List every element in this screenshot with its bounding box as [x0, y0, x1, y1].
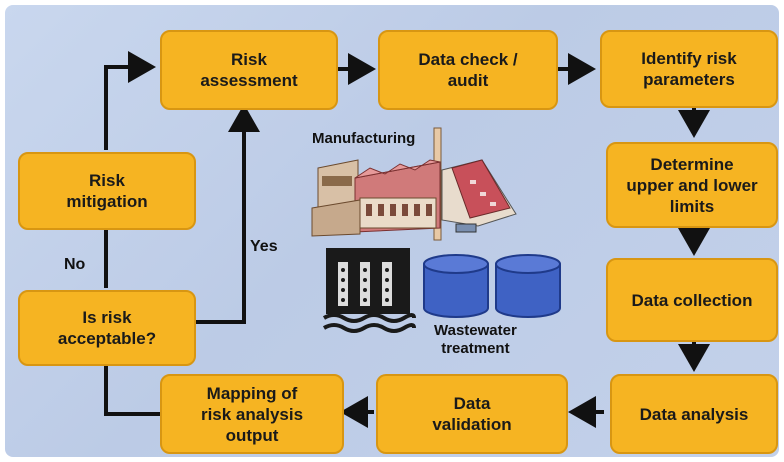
node-data-analysis: Data analysis — [610, 374, 778, 454]
label-wastewater-treatment: Wastewater treatment — [434, 322, 517, 357]
node-risk-mitigation: Risk mitigation — [18, 152, 196, 230]
node-risk-assessment: Risk assessment — [160, 30, 338, 110]
arrow-mapping-to-acceptable — [104, 366, 160, 416]
factory-icon — [311, 127, 517, 241]
arrow-mitigation-to-risk — [104, 51, 156, 150]
node-identify-risk: Identify risk parameters — [600, 30, 778, 108]
edge-label-no: No — [64, 256, 86, 273]
label-manufacturing: Manufacturing — [312, 130, 416, 147]
node-determine-limits: Determine upper and lower limits — [606, 142, 778, 228]
dam-icon — [322, 248, 416, 333]
arrow-yes-to-risk-assessment — [196, 104, 260, 324]
water-tanks-icon — [423, 254, 561, 318]
node-data-check: Data check / audit — [378, 30, 558, 110]
edge-label-yes: Yes — [250, 238, 278, 255]
node-data-validation: Data validation — [376, 374, 568, 454]
node-mapping: Mapping of risk analysis output — [160, 374, 344, 454]
node-is-risk-acceptable: Is risk acceptable? — [18, 290, 196, 366]
node-data-collection: Data collection — [606, 258, 778, 342]
